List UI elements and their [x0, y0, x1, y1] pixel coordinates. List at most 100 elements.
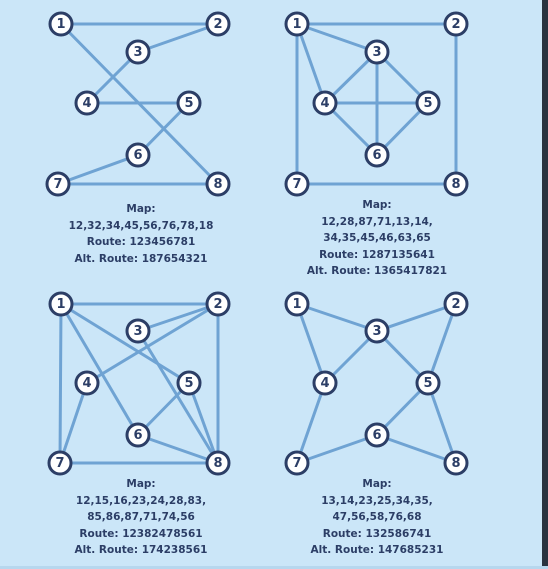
- node-circle: [47, 450, 73, 476]
- node-label: 5: [423, 376, 432, 391]
- map-label: Map:: [362, 199, 392, 211]
- caption-panel-4: Map: 13,14,23,25,34,35, 47,56,58,76,68 R…: [257, 476, 497, 559]
- map-label: Map:: [126, 203, 156, 215]
- node-label: 3: [133, 324, 142, 339]
- node-label: 1: [56, 17, 65, 32]
- node-1: 1: [284, 11, 310, 37]
- node-label: 3: [372, 45, 381, 60]
- map-label: Map:: [362, 478, 392, 490]
- edge-2-3: [375, 302, 458, 333]
- node-circle: [364, 422, 390, 448]
- node-circle: [205, 450, 231, 476]
- node-label: 2: [451, 297, 460, 312]
- node-5: 5: [176, 90, 202, 116]
- node-2: 2: [205, 11, 231, 37]
- edge-1-3: [295, 22, 379, 54]
- node-label: 8: [451, 177, 460, 192]
- node-label: 7: [55, 456, 64, 471]
- node-circle: [205, 291, 231, 317]
- node-circle: [415, 90, 441, 116]
- node-circle: [125, 142, 151, 168]
- node-6: 6: [364, 142, 390, 168]
- node-4: 4: [74, 90, 100, 116]
- node-label: 1: [292, 17, 301, 32]
- edge-2-3: [136, 302, 220, 333]
- node-circle: [312, 370, 338, 396]
- edge-2-5: [426, 302, 458, 385]
- node-circle: [284, 171, 310, 197]
- node-5: 5: [415, 370, 441, 396]
- node-4: 4: [312, 370, 338, 396]
- node-8: 8: [205, 450, 231, 476]
- edge-7-4: [58, 381, 89, 465]
- edge-3-2: [136, 22, 220, 54]
- node-label: 6: [133, 148, 142, 163]
- node-circle: [284, 450, 310, 476]
- edge-7-6: [295, 433, 379, 465]
- node-label: 2: [213, 17, 222, 32]
- map-edges: 85,86,87,71,74,56: [87, 511, 195, 523]
- edge-8-6: [136, 433, 220, 465]
- alt-route-text: Alt. Route: 147685231: [310, 544, 444, 556]
- node-2: 2: [205, 291, 231, 317]
- route-text: Route: 132586741: [322, 527, 432, 540]
- node-4: 4: [312, 90, 338, 116]
- map-label: Map:: [126, 478, 156, 490]
- node-3: 3: [125, 39, 151, 65]
- edge-1-8: [59, 22, 220, 186]
- edge-6-8: [375, 433, 458, 465]
- node-circle: [205, 11, 231, 37]
- node-label: 2: [451, 17, 460, 32]
- edge-2-4: [85, 302, 220, 385]
- node-7: 7: [284, 450, 310, 476]
- edge-8-5: [187, 381, 220, 465]
- graph-panel-4: 1 2 3 4 5 6 7 8: [284, 291, 469, 476]
- node-label: 4: [320, 376, 329, 391]
- node-8: 8: [443, 450, 469, 476]
- node-label: 5: [184, 376, 193, 391]
- node-label: 1: [56, 297, 65, 312]
- node-4: 4: [74, 370, 100, 396]
- map-edges: 13,14,23,25,34,35,: [321, 494, 433, 507]
- node-7: 7: [284, 171, 310, 197]
- caption-panel-1: Map: 12,32,34,45,56,76,78,18 Route: 1234…: [21, 201, 261, 267]
- edge-1-3: [295, 302, 379, 333]
- node-circle: [176, 370, 202, 396]
- node-circle: [125, 318, 151, 344]
- node-label: 8: [213, 456, 222, 471]
- node-label: 6: [372, 428, 381, 443]
- edge-4-7: [295, 381, 327, 465]
- node-circle: [443, 450, 469, 476]
- alt-route-text: Alt. Route: 174238561: [74, 544, 208, 556]
- node-3: 3: [125, 318, 151, 344]
- node-circle: [364, 39, 390, 65]
- edge-1-4: [295, 22, 327, 105]
- node-circle: [125, 39, 151, 65]
- node-circle: [205, 171, 231, 197]
- node-label: 8: [451, 456, 460, 471]
- node-1: 1: [48, 11, 74, 37]
- node-3: 3: [364, 318, 390, 344]
- node-label: 5: [184, 96, 193, 111]
- node-1: 1: [284, 291, 310, 317]
- node-label: 6: [372, 148, 381, 163]
- node-circle: [284, 291, 310, 317]
- caption-panel-2: Map: 12,28,87,71,13,14, 34,35,45,46,63,6…: [257, 197, 497, 280]
- node-circle: [176, 90, 202, 116]
- map-edges: 12,28,87,71,13,14,: [321, 215, 433, 228]
- node-8: 8: [205, 171, 231, 197]
- edge-6-7: [56, 153, 140, 186]
- map-edges: 34,35,45,46,63,65: [323, 232, 431, 244]
- node-label: 3: [372, 324, 381, 339]
- node-8: 8: [443, 171, 469, 197]
- window-edge: [542, 0, 548, 569]
- node-circle: [364, 318, 390, 344]
- node-5: 5: [415, 90, 441, 116]
- node-circle: [364, 142, 390, 168]
- graph-panel-2: 1 2 3 4 5 6 7 8: [284, 11, 469, 197]
- node-1: 1: [48, 291, 74, 317]
- edge-5-8: [426, 381, 458, 465]
